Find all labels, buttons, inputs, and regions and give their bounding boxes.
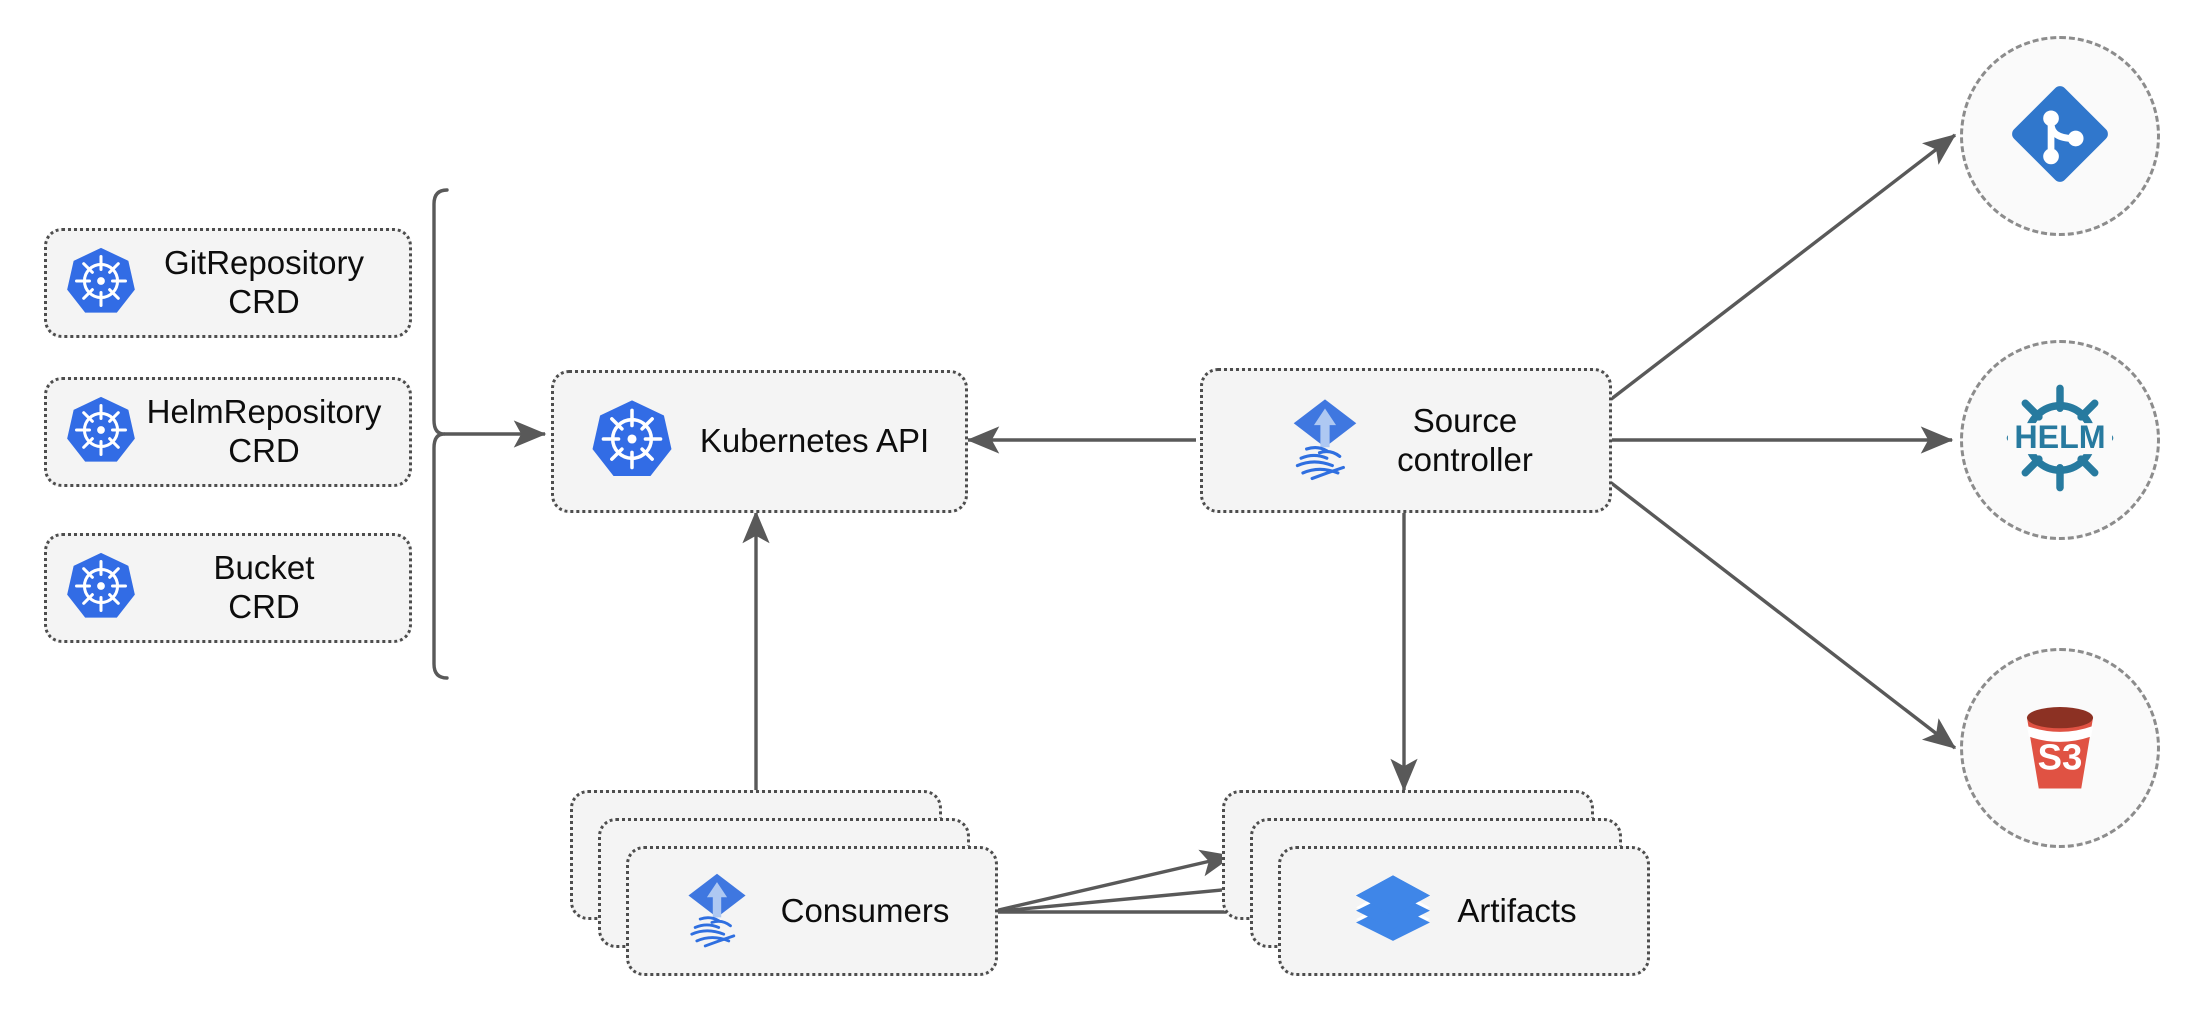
node-kubernetes-api[interactable]: Kubernetes API (551, 370, 968, 513)
kubernetes-icon (590, 397, 674, 486)
crd-box-git-repository[interactable]: GitRepository CRD (44, 228, 412, 338)
edge-source-controller-to-s3 (1608, 480, 1957, 750)
crd-label: HelmRepository CRD (146, 393, 382, 469)
crd-box-helm-repository[interactable]: HelmRepository CRD (44, 377, 412, 487)
flux-icon (675, 867, 759, 956)
node-consumers[interactable]: Consumers (626, 846, 998, 976)
node-label: Consumers (780, 891, 950, 929)
node-source-controller[interactable]: Source controller (1200, 368, 1612, 513)
node-label: Source controller (1397, 401, 1533, 478)
crd-label: Bucket CRD (213, 549, 315, 625)
helm-icon: HELM (1998, 376, 2122, 505)
svg-text:S3: S3 (2038, 736, 2083, 777)
node-label: Kubernetes API (699, 422, 930, 460)
source-circle-s3[interactable]: S3 (1960, 648, 2160, 848)
crd-label: GitRepository CRD (164, 244, 364, 320)
git-icon (2004, 78, 2116, 195)
kubernetes-icon (65, 394, 137, 471)
kubernetes-icon (65, 245, 137, 322)
edge-consumers-to-artifacts-1 (989, 849, 1234, 914)
layers-icon (1351, 867, 1435, 956)
edge-source-controller-to-git (1608, 133, 1957, 402)
s3-bucket-icon: S3 (2001, 687, 2119, 810)
crd-group-bracket (432, 188, 547, 680)
source-circle-helm[interactable]: HELM (1960, 340, 2160, 540)
kubernetes-icon (65, 550, 137, 627)
svg-text:HELM: HELM (2014, 418, 2105, 454)
flux-icon (1279, 392, 1371, 489)
node-label: Artifacts (1457, 891, 1577, 929)
source-circle-git[interactable] (1960, 36, 2160, 236)
crd-box-bucket[interactable]: Bucket CRD (44, 533, 412, 643)
node-artifacts[interactable]: Artifacts (1278, 846, 1650, 976)
